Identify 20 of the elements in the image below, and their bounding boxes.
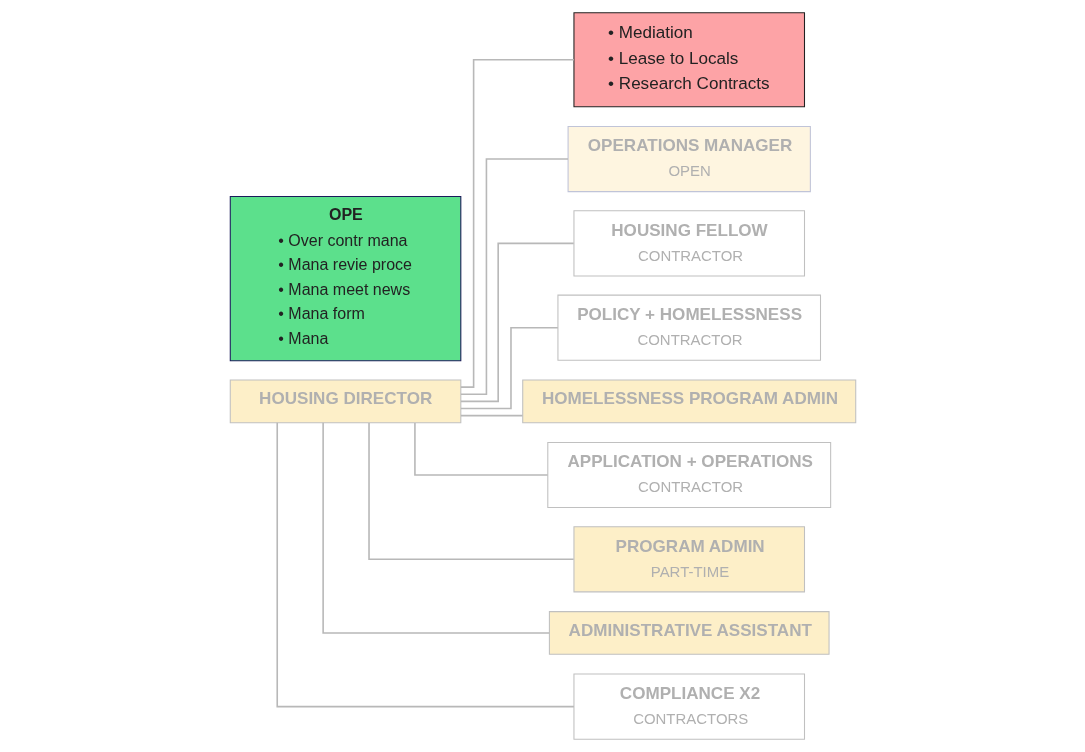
node-box: OPE • Over contr mana • Mana revie proce • Mana meet news • Mana form • Mana	[229, 195, 461, 362]
connector	[459, 242, 574, 403]
connector	[459, 326, 559, 410]
node-box: COMPLIANCE X2 CONTRACTORS	[572, 673, 805, 740]
connector	[459, 414, 523, 417]
connector	[321, 421, 550, 634]
node-box: ADMINISTRATIVE ASSISTANT	[548, 611, 830, 655]
node-box: OPERATIONS MANAGER OPEN	[567, 125, 811, 193]
node-box: PROGRAM ADMIN PART-TIME	[572, 526, 805, 593]
connector	[459, 59, 575, 388]
node-box: HOUSING FELLOW CONTRACTOR	[572, 210, 805, 277]
node-box: HOUSING DIRECTOR	[229, 379, 461, 424]
connector	[275, 422, 575, 708]
connector	[459, 158, 569, 396]
connector	[413, 422, 548, 476]
node-box: APPLICATION + OPERATIONS CONTRACTOR	[546, 441, 831, 509]
node-box: • Mediation • Lease to Locals • Research Contracts	[572, 12, 805, 108]
connector	[367, 422, 574, 561]
node-box: HOMELESSNESS PROGRAM ADMIN	[521, 379, 856, 424]
node-box: POLICY + HOMELESSNESS CONTRACTOR	[556, 294, 821, 361]
